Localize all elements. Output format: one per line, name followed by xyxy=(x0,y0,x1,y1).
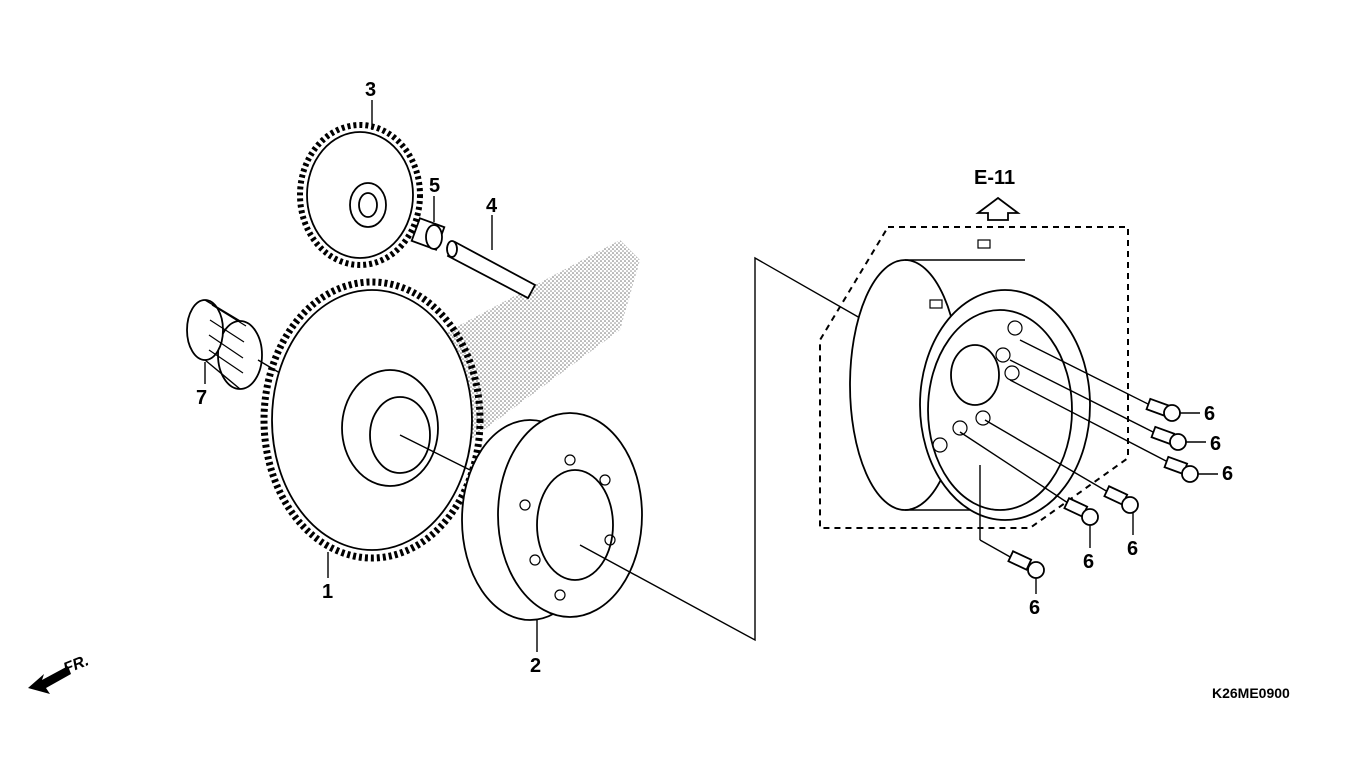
callout-6d: 6 xyxy=(1127,538,1138,560)
front-arrow-icon xyxy=(28,666,71,694)
reference-label: E-11 xyxy=(974,167,1015,189)
callout-6b: 6 xyxy=(1210,433,1221,455)
bolt-parts xyxy=(959,339,1199,579)
flywheel-rotor-part xyxy=(849,239,1091,521)
callout-4: 4 xyxy=(486,195,498,217)
bolt-c xyxy=(1009,379,1199,483)
callout-3: 3 xyxy=(365,79,376,101)
callout-leaders xyxy=(204,100,1218,652)
callout-7: 7 xyxy=(196,387,207,409)
large-gear-part xyxy=(260,278,484,562)
bolt-d xyxy=(984,419,1139,514)
starter-clutch-part xyxy=(461,412,643,621)
bushing-part xyxy=(410,217,446,251)
up-arrow-icon xyxy=(975,196,1021,221)
direction-label: FR. xyxy=(61,652,91,677)
bolt-a xyxy=(1019,339,1181,422)
callout-6c: 6 xyxy=(1222,463,1233,485)
shaft-pin-part xyxy=(446,240,537,300)
callout-6f: 6 xyxy=(1029,597,1040,619)
callout-6e: 6 xyxy=(1083,551,1094,573)
bolt-f xyxy=(979,465,1045,579)
callout-6a: 6 xyxy=(1204,403,1215,425)
diagram-code: K26ME0900 xyxy=(1212,685,1290,701)
callout-2: 2 xyxy=(530,655,541,677)
bolt-e xyxy=(959,431,1099,526)
callout-1: 1 xyxy=(322,581,333,603)
callout-5: 5 xyxy=(429,175,440,197)
assembly-leader-line xyxy=(579,256,861,642)
small-gear-part xyxy=(297,122,423,268)
